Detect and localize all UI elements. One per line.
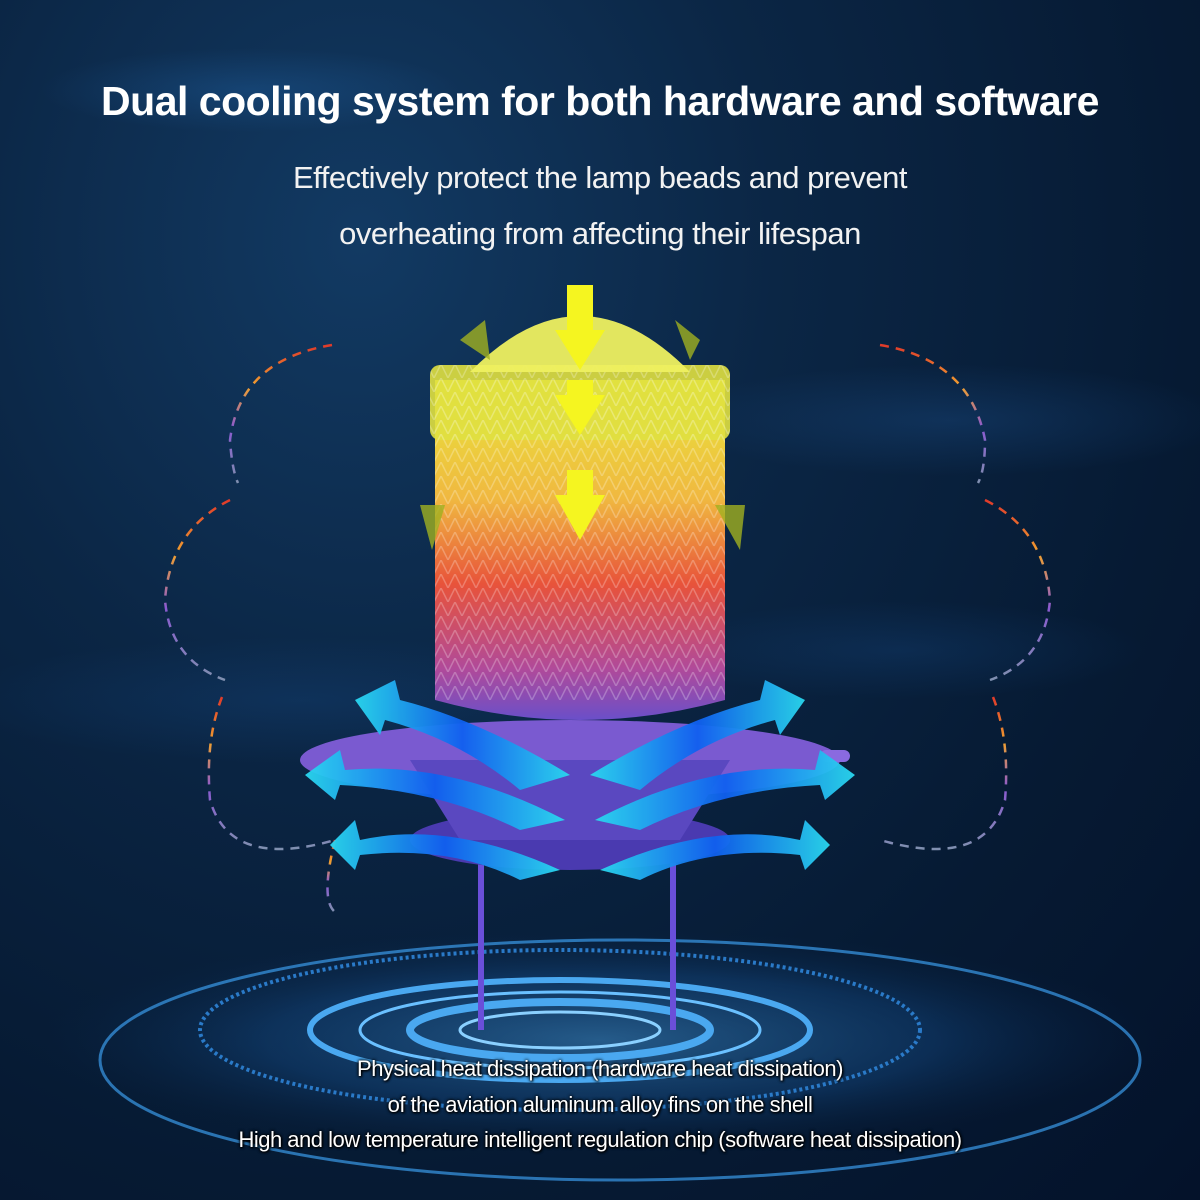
caption-line-2: of the aviation aluminum alloy fins on t… — [387, 1092, 813, 1117]
down-arrow-icon — [555, 285, 605, 540]
subheadline-line-2: overheating from affecting their lifespa… — [339, 216, 861, 251]
outflow-arrow-icon — [305, 680, 855, 880]
caption-line-1: Physical heat dissipation (hardware heat… — [357, 1056, 843, 1081]
caption-line-3: High and low temperature intelligent reg… — [238, 1127, 962, 1152]
ripple-platform — [40, 930, 1160, 1182]
headline: Dual cooling system for both hardware an… — [101, 78, 1099, 124]
subheadline-line-1: Effectively protect the lamp beads and p… — [292, 160, 908, 195]
